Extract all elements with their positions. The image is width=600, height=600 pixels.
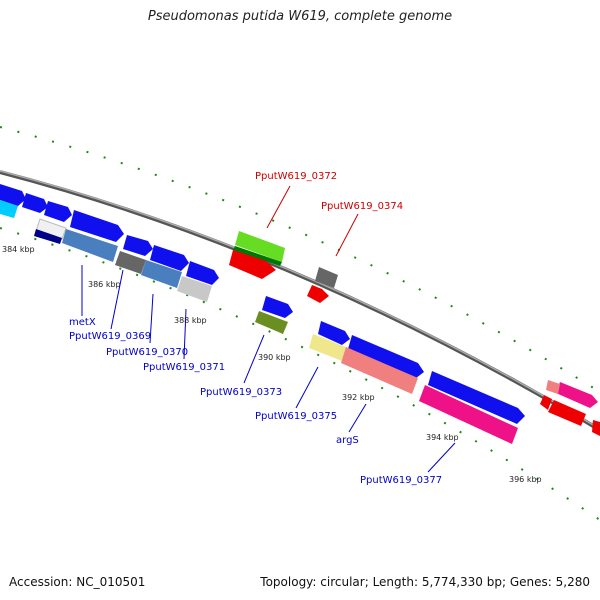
gene-label-0370[interactable]: PputW619_0370: [106, 347, 188, 358]
gene-feature[interactable]: [115, 251, 146, 274]
gene-label-0373[interactable]: PputW619_0373: [200, 387, 282, 398]
gene-feature[interactable]: [341, 347, 418, 394]
gene-feature[interactable]: [428, 371, 525, 424]
gene-feature[interactable]: [62, 229, 118, 262]
gene-feature[interactable]: [0, 200, 18, 218]
accession-info: Accession: NC_010501: [9, 575, 145, 589]
tick-label: 394 kbp: [426, 433, 459, 442]
tick-label: 396 kbp: [509, 475, 542, 484]
gene-feature[interactable]: [186, 261, 219, 285]
accession-value: NC_010501: [76, 575, 146, 589]
gene-feature[interactable]: [22, 193, 48, 213]
topology-value: circular;: [320, 575, 369, 589]
forward-strand-features[interactable]: [0, 184, 600, 436]
gene-feature[interactable]: [70, 210, 124, 242]
gene-feature[interactable]: [141, 260, 182, 288]
gene-feature[interactable]: [262, 296, 293, 318]
gene-label-0371[interactable]: PputW619_0371: [143, 362, 225, 373]
gene-feature[interactable]: [315, 267, 338, 288]
map-title: Pseudomonas putida W619, complete genome: [147, 9, 453, 24]
gene-feature[interactable]: [150, 245, 189, 271]
genes-label: Genes:: [509, 575, 552, 589]
gene-label-0377[interactable]: PputW619_0377: [360, 475, 442, 486]
gene-feature[interactable]: [540, 395, 552, 410]
gene-feature[interactable]: [348, 335, 424, 378]
gene-feature[interactable]: [233, 246, 282, 266]
gene-feature[interactable]: [546, 380, 560, 394]
gene-label-argS[interactable]: argS: [336, 435, 359, 446]
gene-label-0374[interactable]: PputW619_0374: [321, 201, 403, 212]
gene-feature[interactable]: [44, 201, 72, 222]
length-label: Length:: [372, 575, 419, 589]
gene-feature[interactable]: [419, 385, 518, 444]
genes-value: 5,280: [555, 575, 590, 589]
tick-label: 384 kbp: [2, 245, 35, 254]
gene-feature[interactable]: [229, 250, 276, 279]
gene-feature[interactable]: [35, 218, 67, 240]
gene-feature[interactable]: [556, 382, 598, 408]
gene-feature[interactable]: [177, 276, 212, 302]
tick-label: 390 kbp: [258, 353, 291, 362]
gene-feature[interactable]: [592, 420, 600, 436]
gene-feature[interactable]: [307, 285, 329, 303]
gene-label-0372[interactable]: PputW619_0372: [255, 171, 337, 182]
genome-backbone: [0, 170, 600, 432]
reverse-strand-features[interactable]: [34, 218, 586, 444]
gene-feature[interactable]: [255, 311, 288, 334]
gene-feature[interactable]: [123, 235, 153, 256]
tick-label: 392 kbp: [342, 393, 375, 402]
genome-backbone-highlight: [0, 170, 600, 430]
leader-lines: [81, 185, 456, 473]
gene-label-metX[interactable]: metX: [69, 317, 96, 328]
gene-label-0375[interactable]: PputW619_0375: [255, 411, 337, 422]
tick-label: 386 kbp: [88, 280, 121, 289]
gene-feature[interactable]: [0, 184, 26, 206]
gene-feature[interactable]: [548, 400, 586, 426]
gene-feature[interactable]: [34, 229, 62, 244]
accession-label: Accession:: [9, 575, 73, 589]
length-value: 5,774,330 bp;: [421, 575, 507, 589]
tick-labels: 384 kbp 386 kbp 388 kbp 390 kbp 392 kbp …: [2, 245, 542, 484]
gene-labels: metX PputW619_0369 PputW619_0370 PputW61…: [69, 171, 442, 486]
genome-stats: Topology: circular; Length: 5,774,330 bp…: [260, 575, 590, 589]
gene-feature[interactable]: [309, 334, 346, 361]
gene-label-0369[interactable]: PputW619_0369: [69, 331, 151, 342]
gene-feature[interactable]: [318, 321, 350, 345]
outer-dotted-ring: [0, 126, 600, 393]
tick-label: 388 kbp: [174, 316, 207, 325]
topology-label: Topology:: [260, 575, 317, 589]
gene-feature[interactable]: [235, 231, 285, 262]
